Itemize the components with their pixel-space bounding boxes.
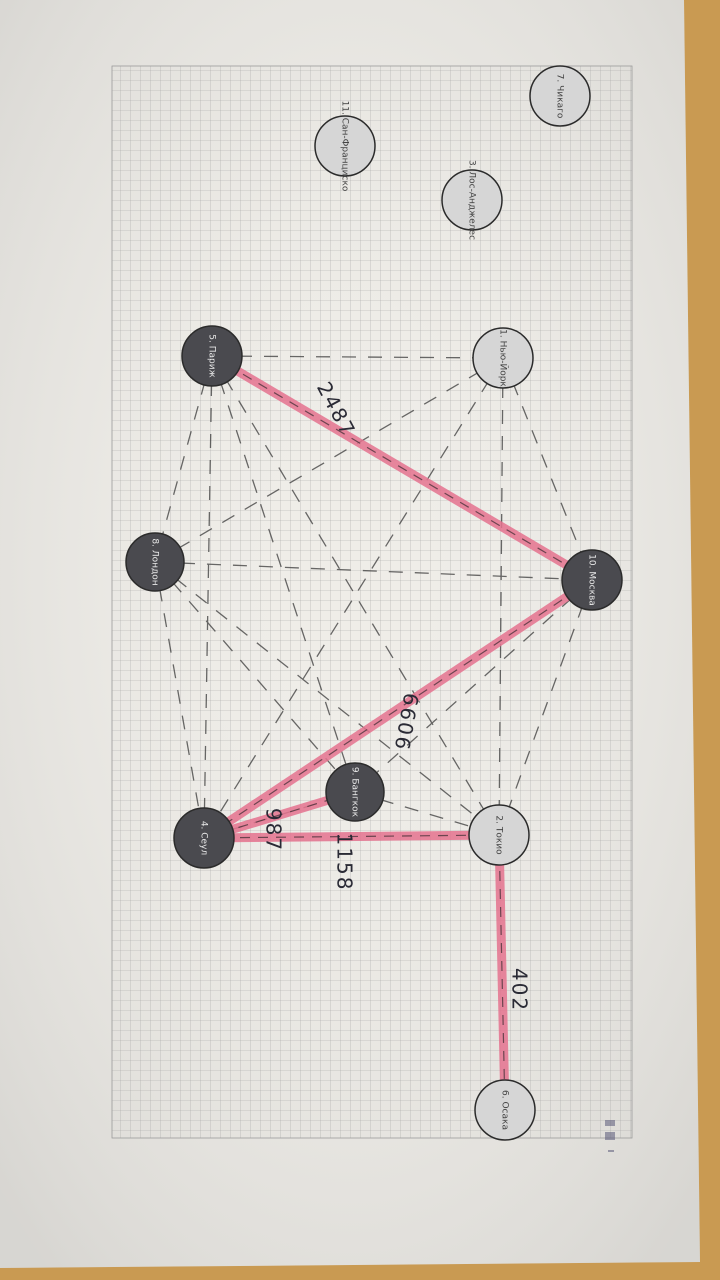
node-circle <box>325 762 385 822</box>
node-ny: 1. Нью-Йорк <box>472 327 534 389</box>
node-circle <box>468 804 530 866</box>
dashed-edge-paris-london <box>154 355 213 563</box>
node-circle <box>173 807 235 869</box>
node-circle <box>474 1079 536 1141</box>
node-circle <box>529 65 591 127</box>
dashed-edge-moscow-tokyo <box>498 579 593 836</box>
highlight-edge-moscow-seoul <box>199 575 597 843</box>
dashed-edge-moscow-bangkok <box>354 579 593 793</box>
node-paris: 5. Париж <box>181 325 243 387</box>
highlight-edge-tokyo-osaka <box>494 830 510 1115</box>
node-circle <box>472 327 534 389</box>
node-label-la: 3. Лос-Анджелес <box>467 160 477 240</box>
node-circle <box>441 169 503 231</box>
node-la: 3. Лос-Анджелес <box>441 160 503 240</box>
grid-area <box>112 66 632 1138</box>
dashed-edge-ny-seoul <box>203 357 504 839</box>
node-label-paris: 5. Париж <box>207 334 217 377</box>
dashed-edge-paris-ny <box>211 355 504 359</box>
node-label-sf: 11. Сан-Франциско <box>340 101 350 192</box>
node-circle <box>314 115 376 177</box>
node-circle <box>561 549 623 611</box>
dashed-edge-ny-moscow <box>502 357 593 581</box>
dashed-edge-london-tokyo <box>154 561 500 836</box>
highlight-edge-paris-moscow <box>207 351 597 585</box>
dashed-edge-london-moscow <box>154 561 593 581</box>
highlight-edge-seoul-tokyo <box>199 830 504 843</box>
node-label-bangkok: 9. Бангкок <box>350 767 360 818</box>
node-label-london: 8. Лондон <box>150 538 160 585</box>
node-label-chicago: 7. Чикаго <box>555 74 565 119</box>
node-london: 8. Лондон <box>125 532 185 592</box>
dashed-edge-ny-tokyo <box>498 357 504 836</box>
edge-weight-seoul-bangkok: 987 <box>262 808 286 852</box>
node-label-osaka: 6. Осака <box>500 1090 510 1130</box>
dashed-edge-paris-seoul <box>203 355 213 839</box>
graph-nodes: 7. Чикаго 3. Лос-Анджелес 11. Сан-Франциск… <box>125 65 623 1141</box>
node-bangkok: 9. Бангкок <box>325 762 385 822</box>
node-label-ny: 1. Нью-Йорк <box>498 329 510 387</box>
dashed-edge-london-seoul <box>154 561 205 839</box>
node-label-moscow: 10. Москва <box>587 554 597 606</box>
node-chicago: 7. Чикаго <box>529 65 591 127</box>
edge-weight-tokyo-osaka: 402 <box>508 968 532 1012</box>
node-sf: 11. Сан-Франциско <box>314 101 376 192</box>
node-circle <box>125 532 185 592</box>
node-osaka: 6. Осака <box>474 1079 536 1141</box>
edge-weight-seoul-tokyo: 1158 <box>333 833 357 892</box>
node-circle <box>181 325 243 387</box>
node-seoul: 4. Сеул <box>173 807 235 869</box>
node-moscow: 10. Москва <box>561 549 623 611</box>
node-label-seoul: 4. Сеул <box>199 821 209 855</box>
paper-marks <box>605 1120 615 1152</box>
node-tokyo: 2. Токио <box>468 804 530 866</box>
node-label-tokyo: 2. Токио <box>494 815 504 855</box>
